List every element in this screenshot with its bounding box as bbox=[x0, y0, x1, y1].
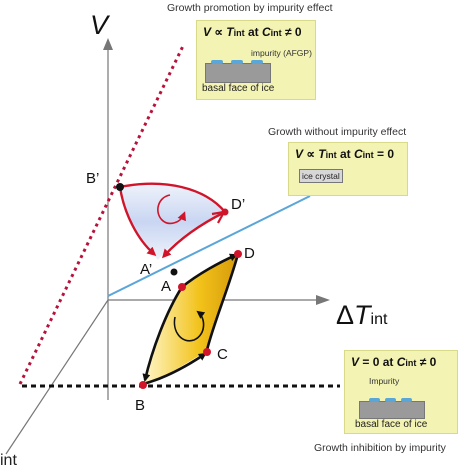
dt-axis-delta: Δ bbox=[336, 300, 355, 330]
promotion-equation: V ∝ Tint at Cint ≠ 0 bbox=[203, 25, 302, 39]
point-a-marker bbox=[178, 283, 186, 291]
point-d-prime-label: D’ bbox=[231, 196, 246, 213]
v-axis-label: V bbox=[90, 10, 109, 40]
point-c-label: C bbox=[217, 346, 228, 363]
point-a-label: A bbox=[161, 278, 172, 295]
dt-axis-label: ΔTint bbox=[336, 302, 387, 329]
inhibition-impurity-2 bbox=[385, 398, 396, 402]
point-b-label: B bbox=[135, 397, 146, 414]
without-ice-crystal: ice crystal bbox=[299, 169, 343, 183]
point-b-prime-marker bbox=[116, 183, 124, 191]
caption-promotion: Growth promotion by impurity effect bbox=[167, 2, 333, 14]
dt-axis-arrowhead bbox=[316, 295, 330, 305]
promotion-impurity-label: impurity (AFGP) bbox=[251, 48, 312, 58]
upper-loop-edge-left bbox=[118, 186, 157, 256]
no-impurity-line bbox=[107, 195, 311, 297]
caption-without: Growth without impurity effect bbox=[268, 126, 407, 138]
lower-loop-edge-ab bbox=[142, 286, 184, 382]
promotion-impurity-2 bbox=[231, 60, 243, 64]
lower-loop-rotation-arrow bbox=[173, 310, 206, 342]
inhibition-ice-block bbox=[359, 401, 425, 419]
point-d-label: D bbox=[244, 245, 255, 262]
inhibition-impurity-1 bbox=[369, 398, 380, 402]
c-axis-line bbox=[5, 299, 109, 455]
without-box: V ∝ Tint at Cint = 0 ice crystal bbox=[288, 142, 408, 196]
upper-loop-fill bbox=[120, 183, 225, 260]
lower-loop-edge-bc bbox=[142, 352, 207, 386]
dt-axis-subscript: int bbox=[370, 311, 388, 328]
promotion-base-label: basal face of ice bbox=[202, 83, 275, 94]
point-d-marker bbox=[234, 250, 242, 258]
point-b-prime-label: B’ bbox=[86, 170, 100, 187]
point-c-marker bbox=[203, 348, 211, 356]
inhibition-base-label: basal face of ice bbox=[355, 419, 428, 430]
inhibition-box: V = 0 at Cint ≠ 0 Impurity basal face of… bbox=[344, 350, 458, 434]
v-axis-arrowhead bbox=[103, 38, 113, 50]
point-d-prime-marker bbox=[221, 208, 229, 216]
without-equation: V ∝ Tint at Cint = 0 bbox=[295, 147, 395, 161]
upper-loop-rotation-arrow bbox=[157, 194, 186, 225]
inhibition-impurity-3 bbox=[401, 398, 412, 402]
upper-loop-edge-top bbox=[119, 182, 226, 213]
upper-loop-edge-right bbox=[161, 210, 226, 259]
point-a-prime-label: A’ bbox=[140, 261, 153, 278]
lower-loop-edge-dc bbox=[205, 253, 240, 351]
point-a-prime-marker bbox=[170, 268, 178, 276]
inhibition-equation: V = 0 at Cint ≠ 0 bbox=[351, 355, 437, 369]
point-b-marker bbox=[139, 381, 147, 389]
promotion-box: V ∝ Tint at Cint ≠ 0 impurity (AFGP) bas… bbox=[196, 20, 316, 100]
promotion-ice-block bbox=[205, 63, 271, 83]
lower-loop-edge-ad bbox=[181, 253, 238, 289]
inhibition-impurity-label: Impurity bbox=[369, 376, 400, 386]
c-axis-fragment: int bbox=[0, 452, 17, 469]
caption-inhibition: Growth inhibition by impurity bbox=[314, 442, 446, 454]
lower-loop-fill bbox=[143, 254, 238, 384]
promotion-impurity-1 bbox=[211, 60, 223, 64]
dt-axis-letter: T bbox=[354, 300, 371, 330]
promotion-impurity-3 bbox=[251, 60, 263, 64]
